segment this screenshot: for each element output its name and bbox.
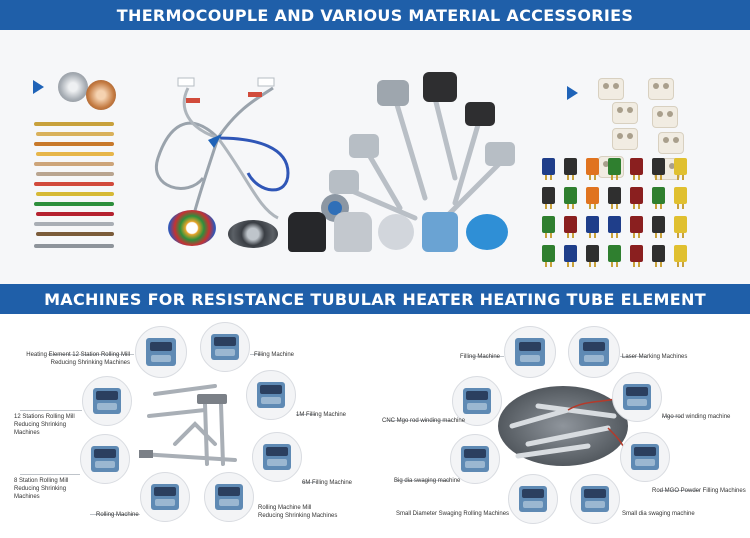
- label-heating-element-12: Heating Element 12 Station Rolling Mill …: [26, 352, 130, 366]
- connector: [564, 158, 577, 180]
- accessories-banner: THERMOCOUPLE AND VARIOUS MATERIAL ACCESS…: [0, 0, 750, 30]
- label-rod-mgo-powder: Rod MGO Powder Filling Machines: [652, 488, 746, 494]
- machine-image-6m-filling: [252, 432, 302, 482]
- machines-banner-title: MACHINES FOR RESISTANCE TUBULAR HEATER H…: [44, 289, 706, 309]
- machine-image-rolling: [140, 472, 190, 522]
- connector: [674, 187, 687, 209]
- machine-image-small-diameter-swaging: [508, 474, 558, 524]
- label-laser-marking: Laser Marking Machines: [622, 354, 688, 360]
- wire-coils-colored: [168, 210, 216, 246]
- blue-head-cover: [466, 214, 508, 250]
- connector: [542, 187, 555, 209]
- label-rolling-machine: Rolling Machine: [96, 512, 139, 518]
- connector: [608, 216, 621, 238]
- black-junction-head: [288, 212, 326, 252]
- label-big-dia-swaging: Big dia swaging machine: [394, 478, 461, 484]
- connector: [652, 245, 665, 267]
- connector: [674, 158, 687, 180]
- connector: [630, 158, 643, 180]
- connector: [564, 216, 577, 238]
- arrow-icon: [567, 86, 578, 100]
- connector: [630, 187, 643, 209]
- arrow-icon: [33, 80, 44, 94]
- connector: [652, 158, 665, 180]
- connector: [630, 245, 643, 267]
- connector: [608, 158, 621, 180]
- connector: [586, 158, 599, 180]
- machine-image-filling: [200, 322, 250, 372]
- heating-tubes-hub: [498, 386, 628, 466]
- blue-junction-box: [422, 212, 458, 252]
- machine-image-big-dia-swaging: [450, 434, 500, 484]
- label-mgo-rod-winding: Mgo rod winding machine: [662, 414, 731, 420]
- label-filling-machine-left: Filling Machine: [254, 352, 295, 358]
- machine-image-12-stations: [82, 376, 132, 426]
- accessories-panel: [0, 30, 750, 284]
- machine-image-rolling-mill: [204, 472, 254, 522]
- connector: [564, 245, 577, 267]
- cable-roll: [228, 220, 278, 248]
- connector: [608, 245, 621, 267]
- label-12-stations: 12 Stations Rolling Mill Reducing Shrink…: [14, 414, 75, 436]
- connector: [586, 245, 599, 267]
- accessories-banner-title: THERMOCOUPLE AND VARIOUS MATERIAL ACCESS…: [116, 5, 634, 25]
- connector: [586, 187, 599, 209]
- label-8-station: 8 Station Rolling Mill Reducing Shrinkin…: [14, 478, 69, 500]
- machine-image-1m-filling: [246, 370, 296, 420]
- machine-image-laser-marking: [568, 326, 620, 378]
- wire-spool-silver: [58, 72, 88, 102]
- connector: [652, 187, 665, 209]
- heater-tubes-hub: [135, 374, 250, 474]
- connector: [674, 216, 687, 238]
- label-cnc-mgo: CNC Mgo rod winding machine: [382, 418, 466, 424]
- connector: [652, 216, 665, 238]
- connector: [542, 158, 555, 180]
- label-small-dia-swaging: Small dia swaging machine: [622, 511, 695, 517]
- machines-banner: MACHINES FOR RESISTANCE TUBULAR HEATER H…: [0, 284, 750, 314]
- aluminum-junction-head: [334, 212, 372, 252]
- connector: [608, 187, 621, 209]
- connector: [586, 216, 599, 238]
- machine-image-cnc-mgo: [452, 376, 502, 426]
- open-junction-head: [378, 214, 414, 250]
- connector: [674, 245, 687, 267]
- thermocouple-heads: [305, 58, 525, 228]
- machines-panel: Heating Element 12 Station Rolling Mill …: [0, 314, 750, 538]
- machine-image-filling-right: [504, 326, 556, 378]
- connector: [542, 245, 555, 267]
- thermocouple-probes: [148, 68, 298, 228]
- connector: [630, 216, 643, 238]
- machine-image-heating-element-12: [135, 326, 187, 378]
- machine-image-small-dia-swaging: [570, 474, 620, 524]
- wire-spool-copper: [86, 80, 116, 110]
- machine-image-rod-mgo-powder: [620, 432, 670, 482]
- label-rolling-mill-reducing: Rolling Machine Mill Reducing Shrinking …: [258, 505, 338, 519]
- label-6m-filling: 6M Filling Machine: [302, 480, 353, 486]
- label-filling-machine-right: Filling Machine: [460, 354, 501, 360]
- label-1m-filling: 1M Filling Machine: [296, 412, 347, 418]
- connector: [542, 216, 555, 238]
- machine-image-mgo-rod-winding: [612, 372, 662, 422]
- label-small-diameter-swaging: Small Diameter Swaging Rolling Machines: [396, 511, 510, 517]
- machine-image-8-station: [80, 434, 130, 484]
- connector: [564, 187, 577, 209]
